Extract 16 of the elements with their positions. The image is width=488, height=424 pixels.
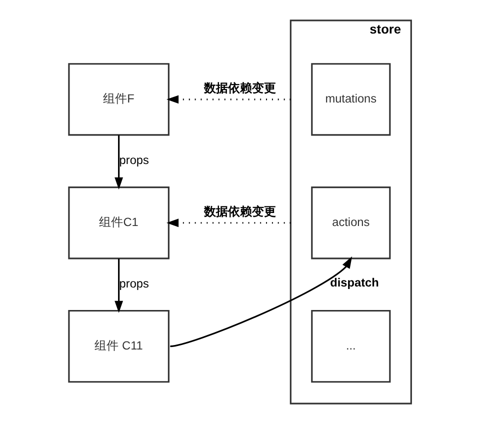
node-box: mutations — [311, 63, 391, 136]
edge-label: 数据依赖变更 — [204, 81, 276, 96]
arrow — [166, 95, 291, 104]
edge-label: props — [119, 276, 149, 291]
edge-label: 数据依赖变更 — [204, 204, 276, 219]
node-box: 组件F — [68, 63, 170, 136]
arrow — [170, 256, 352, 348]
arrow — [114, 135, 124, 190]
arrow — [114, 258, 124, 313]
node-box: 组件 C11 — [68, 310, 170, 383]
edge-label: dispatch — [330, 276, 379, 290]
node-box: actions — [311, 186, 391, 260]
arrow — [166, 218, 291, 228]
node-box: ... — [311, 310, 391, 383]
edge-label: props — [119, 153, 149, 168]
node-box: 组件C1 — [68, 186, 170, 260]
